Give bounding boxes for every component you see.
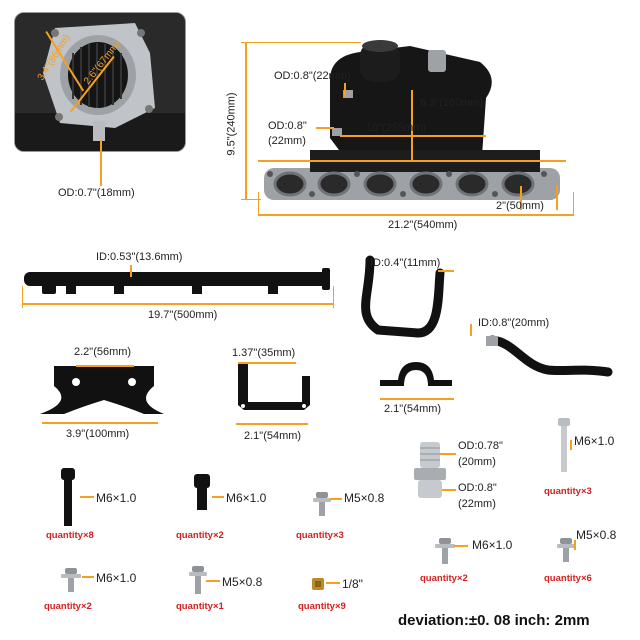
m5-small-leader: [206, 580, 220, 582]
od-side-label-1: OD:0.8": [268, 120, 307, 132]
dim-width-plenum-line: [340, 135, 486, 137]
u-hose-illustration: [361, 255, 445, 338]
m6-socket-size: M6×1.0: [226, 491, 267, 505]
plug-size: 1/8": [342, 577, 363, 591]
m5-small-qty: quantity×1: [176, 601, 224, 612]
m6-socket-leader: [212, 496, 224, 498]
m6-long-size: M6×1.0: [96, 491, 137, 505]
m5-right-leader: [574, 540, 576, 550]
intake-manifold-illustration: [264, 40, 560, 200]
dim-flange-top-line: [258, 160, 566, 162]
m6-right-bolt-icon: [558, 418, 570, 472]
dim-height-total-top-tick: [241, 42, 361, 43]
dim-height-total-line: [245, 42, 247, 200]
od-side-label-2: (22mm): [268, 135, 306, 147]
od-top-label: OD:0.8"(22mm): [274, 70, 351, 82]
large-bracket-top-label: 2.2"(56mm): [74, 346, 132, 358]
m6-flange-leader: [454, 545, 468, 547]
clamp-dim-line: [380, 398, 454, 400]
plug-qty: quantity×9: [298, 601, 346, 612]
fuel-rail-illustration: [24, 268, 330, 294]
large-bracket-illustration: [40, 366, 164, 414]
m6-socket-bolt-icon: [194, 474, 210, 510]
large-bracket-bottom-line: [42, 422, 158, 424]
m5-washer-leader: [330, 498, 342, 500]
m6-small-leader: [82, 576, 94, 578]
m6-socket-qty: quantity×2: [176, 530, 224, 541]
clamp-dim-label: 2.1"(54mm): [384, 403, 442, 415]
dim-height-plenum-label: 6.3"(160mm): [420, 97, 484, 109]
fuel-rail-length-right-tick: [333, 286, 334, 308]
fitting-od-bottom-1: OD:0.8": [458, 482, 497, 494]
u-hose-id-label: ID:0.4"(11mm): [370, 257, 441, 269]
inset-frame: [14, 12, 186, 152]
m6-small-bolt-icon: [61, 568, 81, 592]
clamp-illustration: [380, 362, 452, 386]
u-hose-id-leader: [438, 270, 454, 272]
m6-flange-size: M6×1.0: [472, 538, 513, 552]
fitting-illustration: [414, 442, 446, 498]
dim-width-plenum-label: 10"(255mm): [366, 122, 427, 134]
large-bracket-top-line: [76, 365, 134, 367]
dim-width-total-label: 21.2"(540mm): [388, 219, 458, 231]
m5-right-size: M5×0.8: [576, 528, 617, 542]
inset-leader-line: [100, 140, 102, 186]
od-side-leader: [316, 127, 334, 129]
large-bracket-bottom-label: 3.9"(100mm): [66, 428, 130, 440]
m5-washer-qty: quantity×3: [296, 530, 344, 541]
deviation-note: deviation:±0. 08 inch: 2mm: [398, 612, 590, 629]
m5-small-bolt-icon: [189, 566, 207, 594]
dim-height-total-label: 9.5"(240mm): [225, 92, 238, 156]
m6-long-leader: [80, 496, 94, 498]
m6-right-qty: quantity×3: [544, 486, 592, 497]
dim-width-total-right-tick: [573, 192, 574, 216]
fuel-rail-length-line: [22, 303, 334, 305]
fitting-od-bottom-2: (22mm): [458, 498, 496, 510]
fitting-top-leader: [440, 453, 456, 455]
m6-long-qty: quantity×8: [46, 530, 94, 541]
small-bracket-bottom-label: 2.1"(54mm): [244, 430, 302, 442]
small-bracket-illustration: [238, 364, 310, 410]
dim-height-total-bottom-tick: [241, 199, 261, 200]
m5-washer-size: M5×0.8: [344, 491, 385, 505]
m5-washer-bolt-icon: [313, 492, 331, 516]
inset-nipple-od-label: OD:0.7"(18mm): [58, 187, 135, 199]
pipe-plug-icon: [312, 578, 324, 590]
small-bracket-top-label: 1.37"(35mm): [232, 347, 296, 359]
plug-leader: [326, 582, 340, 584]
m5-right-qty: quantity×6: [544, 573, 592, 584]
long-hose-illustration: [486, 335, 613, 377]
m6-right-size: M6×1.0: [574, 434, 615, 448]
fuel-rail-id-leader: [130, 265, 132, 277]
fitting-od-top-2: (20mm): [458, 456, 496, 468]
dim-height-plenum-line: [411, 90, 413, 162]
m5-small-size: M5×0.8: [222, 575, 263, 589]
m6-flange-bolt-icon: [435, 538, 455, 564]
dim-width-total-line: [258, 214, 574, 216]
m6-right-leader: [570, 440, 572, 450]
dim-width-total-left-tick: [258, 192, 259, 216]
dim-flange-end-label: 2"(50mm): [496, 200, 544, 212]
dim-flange-end-line-b: [556, 186, 558, 210]
m6-long-bolt-icon: [61, 468, 75, 526]
fuel-rail-id-label: ID:0.53"(13.6mm): [96, 251, 183, 263]
od-top-leader: [344, 83, 346, 97]
m6-small-size: M6×1.0: [96, 571, 137, 585]
inset-illustration: [15, 13, 185, 151]
fuel-rail-length-left-tick: [22, 286, 23, 308]
long-hose-id-leader: [470, 324, 472, 336]
dim-flange-end-line: [520, 186, 522, 210]
long-hose-id-label: ID:0.8"(20mm): [478, 317, 550, 329]
m5-right-bolt-icon: [557, 538, 575, 562]
m6-flange-qty: quantity×2: [420, 573, 468, 584]
fitting-bottom-leader: [442, 489, 456, 491]
fuel-rail-length-label: 19.7"(500mm): [148, 309, 218, 321]
m6-small-qty: quantity×2: [44, 601, 92, 612]
small-bracket-top-line: [238, 362, 296, 364]
fitting-od-top-1: OD:0.78": [458, 440, 503, 452]
small-bracket-bottom-line: [236, 423, 308, 425]
